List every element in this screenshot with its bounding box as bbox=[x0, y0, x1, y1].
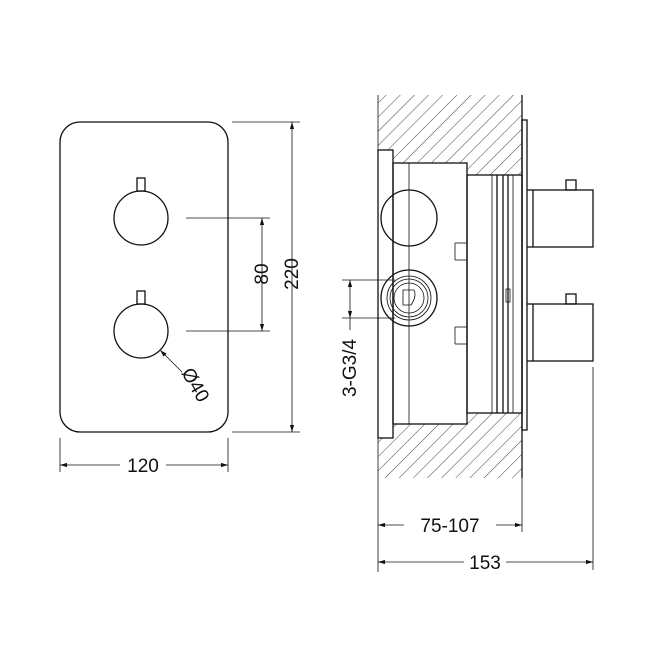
upper-handle bbox=[527, 179, 594, 248]
total-depth-label: 153 bbox=[469, 553, 501, 574]
extension-sleeve bbox=[466, 174, 523, 414]
valve-body bbox=[377, 149, 468, 439]
install-depth-dimension: 75-107 bbox=[378, 510, 522, 537]
knob-spacing-label: 80 bbox=[252, 263, 273, 284]
install-depth-label: 75-107 bbox=[420, 516, 479, 537]
wall-hatch bbox=[378, 95, 522, 478]
cover-plate-side bbox=[521, 119, 528, 431]
lower-knob bbox=[113, 290, 169, 359]
front-view: 80 220 120 Ø40 bbox=[59, 121, 303, 477]
width-label: 120 bbox=[127, 456, 159, 477]
connection-label: 3-G3/4 bbox=[340, 339, 361, 398]
lower-handle bbox=[527, 293, 594, 362]
total-depth-dimension: 153 bbox=[378, 547, 593, 574]
knob-spacing-dimension: 80 bbox=[186, 217, 273, 332]
upper-knob bbox=[113, 177, 169, 246]
height-dimension: 220 bbox=[232, 121, 303, 433]
width-dimension: 120 bbox=[59, 438, 229, 477]
knob-diameter-dimension: Ø40 bbox=[159, 349, 213, 406]
side-view: 3-G3/4 75-107 153 bbox=[340, 95, 594, 574]
height-label: 220 bbox=[282, 258, 303, 290]
knob-diameter-label: Ø40 bbox=[177, 364, 213, 406]
inlet-fitting bbox=[380, 269, 438, 327]
connection-dimension: 3-G3/4 bbox=[340, 279, 395, 398]
cover-plate bbox=[59, 121, 229, 433]
